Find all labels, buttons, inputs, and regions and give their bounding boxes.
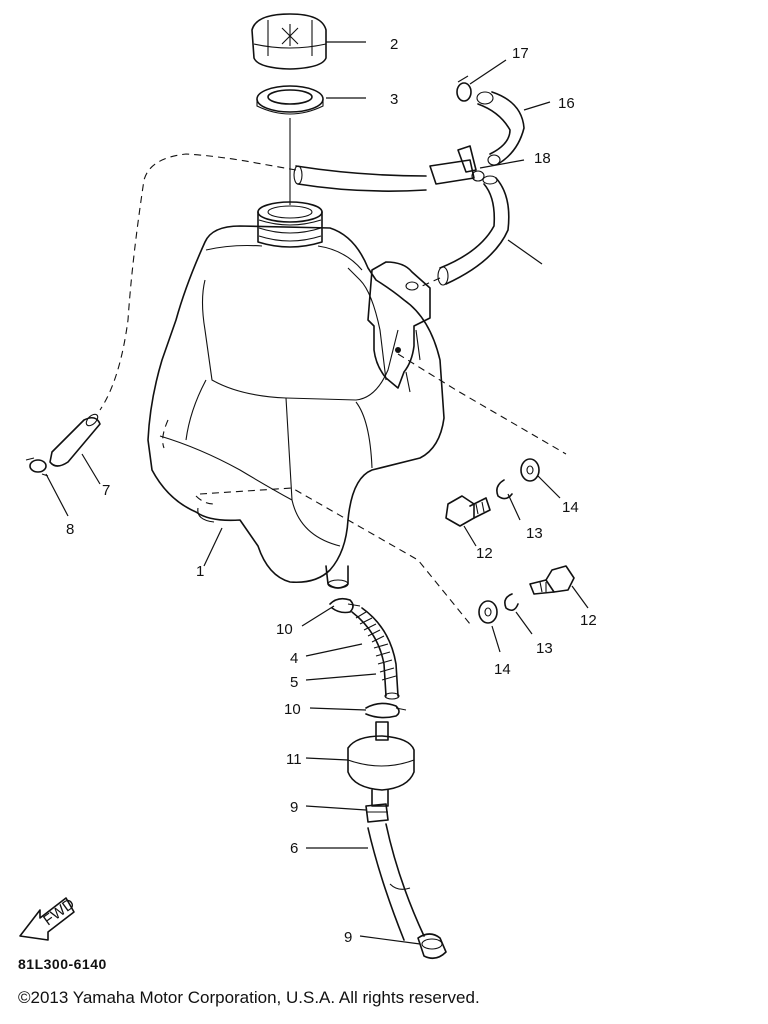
callout-7: 7 [102, 482, 110, 499]
fuel-tank [147, 201, 445, 589]
callout-17: 18 [534, 150, 551, 167]
callout-14-upper: 14 [562, 499, 579, 516]
catalog-code: 81L300-6140 [18, 956, 107, 972]
callout-1: 1 [196, 563, 204, 580]
callout-3: 3 [390, 91, 398, 108]
fuel-cap [251, 13, 327, 70]
leader-lines [45, 41, 589, 945]
cap-gasket [256, 85, 324, 115]
callout-12-upper: 12 [476, 545, 493, 562]
callout-10-upper: 10 [276, 621, 293, 638]
callout-13-upper: 13 [526, 525, 543, 542]
copyright-notice: ©2013 Yamaha Motor Corporation, U.S.A. A… [18, 988, 480, 1007]
callout-10-lower: 10 [284, 701, 301, 718]
callout-4: 4 [290, 650, 298, 667]
callout-9-upper: 9 [290, 799, 298, 816]
mounting-hardware [199, 353, 575, 625]
callout-14-lower: 14 [494, 661, 511, 678]
callout-11: 11 [286, 751, 302, 768]
callout-9-lower: 9 [344, 929, 352, 946]
tank-bracket [367, 261, 431, 393]
callout-5: 5 [290, 674, 298, 691]
callout-8: 8 [66, 521, 74, 538]
callout-labels: 2 3 17 16 18 7 8 1 14 13 12 12 13 14 10 … [66, 36, 597, 946]
fuel-line-assembly [329, 597, 447, 960]
fwd-direction-icon: FWD [19, 895, 78, 941]
callout-12-lower: 12 [580, 612, 597, 629]
callout-6: 6 [290, 840, 298, 857]
callout-13-lower: 13 [536, 640, 553, 657]
callout-15: 16 [558, 95, 575, 112]
breather-hose-assembly [99, 75, 525, 411]
callout-16: 17 [512, 45, 529, 62]
callout-2: 2 [390, 36, 398, 53]
